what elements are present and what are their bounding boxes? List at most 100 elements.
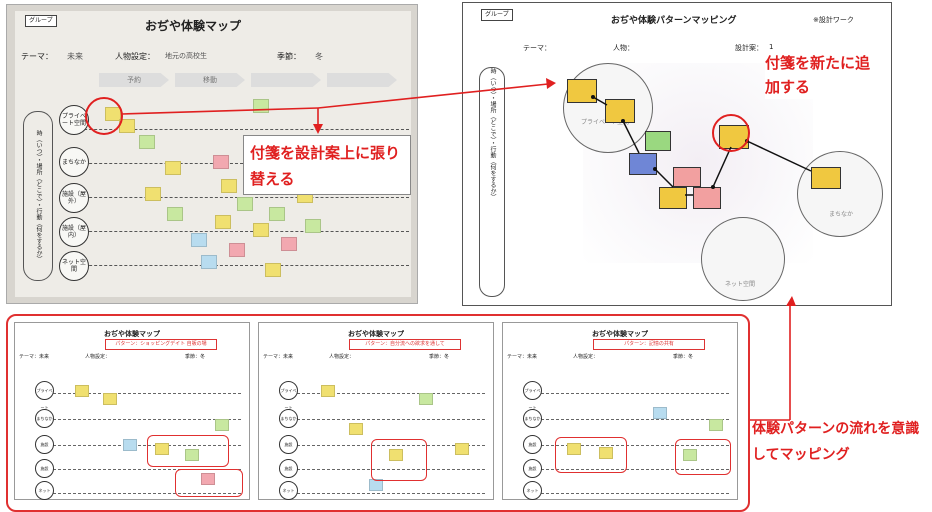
mini-note bbox=[185, 449, 199, 461]
photo-experience-map: グループ おぢや体験マップ テーマ： 未来 人物設定： 地元の高校生 季節： 冬… bbox=[6, 4, 418, 304]
mini-stage: 施設 bbox=[523, 435, 542, 454]
work-label: ※設計ワーク bbox=[813, 16, 854, 24]
sticky-note bbox=[139, 135, 155, 149]
flow-step-3 bbox=[251, 73, 321, 87]
examples-panel: おぢや体験マップ パターン：ショッピングデイト 自販の場 テーマ：未来 人物設定… bbox=[6, 314, 750, 512]
paper-sheet: グループ おぢや体験マップ テーマ： 未来 人物設定： 地元の高校生 季節： 冬… bbox=[15, 11, 411, 297]
lane-line bbox=[541, 469, 729, 470]
circle-town-label: まちなか bbox=[829, 211, 854, 218]
mini-note bbox=[599, 447, 613, 459]
mini-note bbox=[75, 385, 89, 397]
sticky-note bbox=[165, 161, 181, 175]
mini-stage: 施設 bbox=[35, 459, 54, 478]
circle-net bbox=[701, 217, 785, 301]
mapped-note bbox=[567, 79, 597, 103]
example-theme: テーマ：未来 bbox=[19, 354, 50, 360]
lane-line bbox=[53, 469, 241, 470]
pattern-group bbox=[175, 469, 243, 497]
example-theme: テーマ：未来 bbox=[507, 354, 538, 360]
pattern-group bbox=[147, 435, 229, 467]
mini-note bbox=[201, 473, 215, 485]
mini-stage: まちなか bbox=[279, 409, 298, 428]
sticky-note bbox=[237, 197, 253, 211]
theme-label: テーマ： bbox=[21, 52, 53, 61]
mapped-note bbox=[645, 131, 671, 151]
lane-line bbox=[297, 393, 485, 394]
lane-line bbox=[297, 445, 485, 446]
sticky-note bbox=[191, 233, 207, 247]
lane-line bbox=[69, 231, 409, 232]
example-season: 季節：冬 bbox=[185, 354, 206, 360]
sticky-note bbox=[305, 219, 321, 233]
mini-stage: まちなか bbox=[523, 409, 542, 428]
flow-step-2: 移動 bbox=[175, 73, 245, 87]
flow-step-1: 予約 bbox=[99, 73, 169, 87]
circle-town bbox=[797, 151, 883, 237]
mini-note bbox=[653, 407, 667, 419]
example-title: おぢや体験マップ bbox=[104, 330, 160, 338]
pattern-group bbox=[675, 439, 731, 475]
stage-net: ネット空間 bbox=[59, 251, 89, 281]
mini-stage: 施設 bbox=[523, 459, 542, 478]
mapped-note bbox=[693, 187, 721, 209]
photo-map-title: おぢや体験マップ bbox=[145, 19, 242, 33]
mini-note bbox=[709, 419, 723, 431]
example-heading: パターン：自分流への欲求を通して bbox=[349, 339, 461, 350]
mapped-note bbox=[659, 187, 687, 209]
pattern-mapping-panel: グループ おぢや体験パターンマッピング ※設計ワーク テーマ： 人物： 設計案：… bbox=[462, 2, 892, 306]
mini-stage: まちなか bbox=[35, 409, 54, 428]
design-value: 1 bbox=[769, 43, 774, 51]
stage-private: プライベート空間 bbox=[59, 105, 89, 135]
mini-note bbox=[123, 439, 137, 451]
sticky-note bbox=[105, 107, 121, 121]
sticky-note bbox=[221, 179, 237, 193]
sticky-note bbox=[145, 187, 161, 201]
example-theme: テーマ：未来 bbox=[263, 354, 294, 360]
mini-stage: 施設 bbox=[35, 435, 54, 454]
lane-line bbox=[297, 493, 485, 494]
sticky-note bbox=[253, 223, 269, 237]
sticky-note bbox=[281, 237, 297, 251]
theme-label: テーマ： bbox=[523, 44, 551, 52]
persona-label: 人物設定： bbox=[115, 52, 155, 61]
photo-callout: 付箋を設計案上に張り替える bbox=[243, 135, 411, 195]
stage-facility-indoor: 施設（屋内） bbox=[59, 217, 89, 247]
mapped-note bbox=[605, 99, 635, 123]
lane-line bbox=[541, 445, 729, 446]
lane-line bbox=[53, 393, 241, 394]
group-tab: グループ bbox=[481, 9, 513, 21]
season-value: 冬 bbox=[315, 52, 323, 61]
mini-stage: プライベート bbox=[35, 381, 54, 410]
example-heading: パターン：記憶の共有 bbox=[593, 339, 705, 350]
example-heading: パターン：ショッピングデイト 自販の場 bbox=[105, 339, 217, 350]
example-map-2: おぢや体験マップ パターン：自分流への欲求を通して テーマ：未来 人物設定： 季… bbox=[258, 322, 494, 500]
persona-label: 人物： bbox=[613, 44, 634, 52]
side-axis-label: 時（いつ）・場所（どこで）・行動（何をするか） bbox=[479, 67, 505, 297]
mini-stage: プライベート bbox=[279, 381, 298, 410]
mini-note bbox=[103, 393, 117, 405]
example-title: おぢや体験マップ bbox=[592, 330, 648, 338]
mapped-note bbox=[673, 167, 701, 187]
side-axis-label: 時（いつ）・場所（どこで）・行動（何をするか） bbox=[23, 111, 53, 281]
sticky-note bbox=[167, 207, 183, 221]
lane-line bbox=[53, 493, 241, 494]
mini-stage: ネット bbox=[279, 481, 298, 500]
example-persona: 人物設定： bbox=[573, 354, 599, 360]
mapped-note bbox=[629, 153, 657, 175]
lane-line bbox=[541, 493, 729, 494]
example-persona: 人物設定： bbox=[85, 354, 111, 360]
example-title: おぢや体験マップ bbox=[348, 330, 404, 338]
lane-line bbox=[541, 419, 729, 420]
stage-town: まちなか bbox=[59, 147, 89, 177]
mini-note bbox=[567, 443, 581, 455]
example-persona: 人物設定： bbox=[329, 354, 355, 360]
example-season: 季節：冬 bbox=[429, 354, 450, 360]
mini-stage: 施設 bbox=[279, 459, 298, 478]
mini-stage: ネット bbox=[35, 481, 54, 500]
group-tab: グループ bbox=[25, 15, 57, 27]
pattern-map-title: おぢや体験パターンマッピング bbox=[611, 16, 737, 26]
lane-line bbox=[297, 419, 485, 420]
mapped-note bbox=[811, 167, 841, 189]
example-map-3: おぢや体験マップ パターン：記憶の共有 テーマ：未来 人物設定： 季節：冬 プラ… bbox=[502, 322, 738, 500]
circle-net-label: ネット空間 bbox=[725, 281, 756, 288]
